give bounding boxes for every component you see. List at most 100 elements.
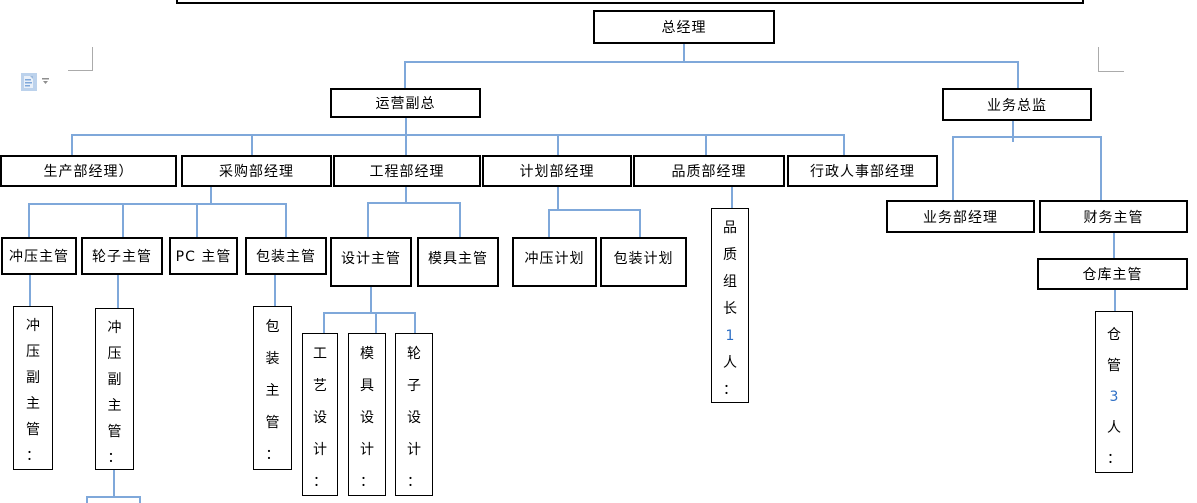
org-node-packing-supervisor-detail[interactable]: 包装主管： [253, 306, 292, 470]
connector [28, 204, 30, 237]
connector [414, 313, 416, 333]
connector [71, 134, 843, 136]
connector [196, 204, 198, 237]
connector [405, 187, 407, 203]
org-node-production-manager[interactable]: 生产部经理） [0, 155, 177, 187]
connector [683, 44, 685, 62]
node-label: 运营副总 [375, 96, 436, 112]
node-label: 计划部经理 [519, 164, 595, 180]
org-node-packing-supervisor[interactable]: 包装主管 [245, 237, 327, 275]
node-label: 轮子主管 [92, 249, 152, 265]
connector [557, 187, 559, 211]
org-node-wheel-supervisor[interactable]: 轮子主管 [81, 237, 163, 275]
paste-options-icon[interactable] [21, 72, 51, 92]
top-cutoff-frame[interactable] [176, 0, 1084, 4]
connector [367, 202, 461, 204]
node-label: 仓库主管 [1082, 267, 1143, 283]
crop-mark-top-left-vertical [92, 47, 93, 71]
org-node-warehouse-supervisor[interactable]: 仓库主管 [1037, 258, 1188, 290]
connector [1100, 137, 1102, 200]
connector [404, 61, 406, 88]
org-node-craft-designer[interactable]: 工艺设计： [302, 333, 338, 496]
node-label: 轮子设计： [407, 346, 421, 490]
connector [1012, 121, 1014, 142]
connector [29, 275, 31, 306]
node-label: 行政人事部经理 [810, 164, 915, 180]
org-node-planning-manager[interactable]: 计划部经理 [482, 155, 632, 187]
org-node-design-supervisor[interactable]: 设计主管 [330, 237, 412, 287]
org-node-purchasing-manager[interactable]: 采购部经理 [181, 155, 332, 187]
org-node-stamping-deputy-2[interactable]: 冲压副主管： [95, 308, 134, 470]
connector [405, 118, 407, 155]
connector [843, 134, 845, 155]
crop-mark-top-right-horizontal [1098, 71, 1124, 72]
node-label: 业务部经理 [923, 209, 998, 226]
org-node-stamping-deputy-1[interactable]: 冲压副主管： [13, 306, 53, 470]
connector [86, 496, 141, 498]
connector [117, 275, 119, 308]
connector [731, 187, 733, 208]
connector [251, 134, 253, 155]
connector [639, 210, 641, 237]
connector [71, 134, 73, 155]
crop-mark-top-left-horizontal [68, 70, 93, 71]
org-node-general-manager[interactable]: 总经理 [593, 10, 775, 44]
connector [139, 497, 141, 503]
connector [323, 312, 416, 314]
org-node-finance-supervisor[interactable]: 财务主管 [1039, 200, 1188, 233]
node-label: 财务主管 [1083, 209, 1144, 226]
node-label: 冲压副主管： [26, 318, 40, 464]
org-node-quality-manager[interactable]: 品质部经理 [633, 155, 785, 187]
org-node-wheel-designer[interactable]: 轮子设计： [395, 333, 433, 496]
node-label: 工程部经理 [369, 164, 445, 180]
node-label: 模具设计： [360, 346, 374, 490]
org-node-packing-planner[interactable]: 包装计划 [600, 237, 687, 287]
org-node-business-director[interactable]: 业务总监 [942, 88, 1092, 121]
org-node-stamping-supervisor[interactable]: 冲压主管 [1, 237, 77, 275]
node-label: 包装主管： [265, 319, 280, 463]
org-node-mold-supervisor[interactable]: 模具主管 [417, 237, 499, 287]
connector [952, 136, 1102, 138]
node-label: 工艺设计： [313, 346, 327, 490]
node-label: 包装计划 [613, 251, 674, 267]
org-node-admin-hr-manager[interactable]: 行政人事部经理 [787, 155, 938, 187]
connector [705, 134, 707, 155]
connector [122, 204, 124, 237]
crop-mark-top-right-vertical [1098, 47, 1099, 72]
connector [1017, 61, 1019, 89]
node-label: 冲压副主管： [107, 320, 122, 466]
org-node-pc-supervisor[interactable]: PC 主管 [169, 237, 238, 275]
connector [404, 61, 1019, 63]
node-label: 包装主管 [256, 249, 316, 265]
connector [952, 137, 954, 200]
node-label: 总经理 [661, 20, 707, 36]
connector [323, 313, 325, 333]
node-label: 冲压主管 [9, 249, 69, 265]
connector [557, 134, 559, 155]
org-node-engineering-manager[interactable]: 工程部经理 [333, 155, 481, 187]
connector [367, 203, 369, 237]
org-node-operations-vp[interactable]: 运营副总 [330, 88, 481, 118]
connector [1114, 290, 1116, 311]
node-label: 采购部经理 [219, 164, 294, 180]
org-node-mold-designer[interactable]: 模具设计： [348, 333, 386, 496]
org-node-stamping-planner[interactable]: 冲压计划 [512, 237, 597, 287]
node-label: 品质部经理 [671, 164, 747, 180]
connector [459, 203, 461, 237]
node-label: 设计主管 [341, 251, 401, 267]
connector [548, 210, 550, 237]
connector [274, 275, 276, 306]
connector [370, 287, 372, 313]
node-label: 模具主管 [428, 251, 488, 267]
node-label: PC 主管 [175, 249, 232, 265]
node-label: 冲压计划 [524, 251, 585, 267]
connector [285, 204, 287, 237]
connector [86, 497, 88, 503]
node-label: 业务总监 [987, 97, 1047, 114]
connector [113, 470, 115, 497]
org-node-business-dept-manager[interactable]: 业务部经理 [886, 200, 1035, 233]
